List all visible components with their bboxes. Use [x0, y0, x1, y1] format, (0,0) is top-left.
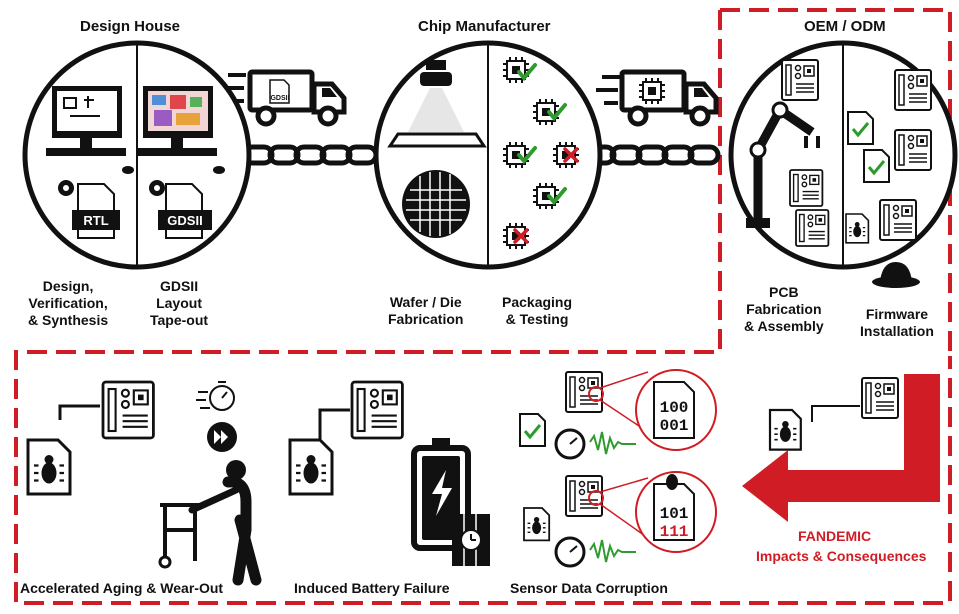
wafer-icon: [402, 170, 470, 238]
impacts-dashed-frame: [14, 10, 952, 605]
chip-manufacturer-right-caption: Packaging& Testing: [502, 294, 573, 327]
sensor-gauge-icon: [554, 428, 586, 568]
bug-icon: [523, 507, 551, 542]
svg-text:GDSII: GDSII: [270, 95, 289, 102]
zoom-lines: [599, 477, 649, 539]
design-house-left-caption: Design,Verification,& Synthesis: [28, 278, 109, 328]
checkmark-icon: [862, 148, 891, 184]
fandemic-subtitle: Impacts & Consequences: [756, 548, 927, 564]
dynamite-icon: [452, 514, 490, 566]
svg-text:GDSII: GDSII: [167, 213, 202, 228]
svg-text:001: 001: [660, 417, 689, 435]
oem-dashed-frame: [720, 8, 952, 356]
elderly-walker-icon: [158, 460, 262, 586]
waveform-icon: [589, 431, 636, 563]
robot-arm-icon: [746, 101, 820, 228]
svg-text:111: 111: [660, 523, 689, 541]
bug-icon: [768, 408, 802, 451]
bug-icon: [26, 438, 72, 496]
design-house-title: Design House: [80, 18, 181, 35]
document-icon: 100 001: [653, 381, 695, 439]
checkmark-icon: [518, 412, 547, 448]
microscope-lens-icon: [387, 60, 487, 148]
document-icon: RTL GDSII: [72, 183, 212, 239]
computer-monitor-icon: [137, 86, 225, 174]
svg-text:100: 100: [660, 399, 689, 417]
impact-sensor-label: Sensor Data Corruption: [510, 580, 668, 596]
bug-icon: [288, 438, 334, 496]
gear-icon: [58, 180, 165, 196]
impact-battery-label: Induced Battery Failure: [294, 580, 450, 596]
impact-aging-label: Accelerated Aging & Wear-Out: [20, 580, 224, 596]
oem-title: OEM / ODM: [804, 18, 886, 35]
svg-text:101: 101: [660, 505, 689, 523]
pcb-board-icon: [350, 380, 404, 440]
svg-text:RTL: RTL: [83, 213, 108, 228]
fast-forward-icon: [207, 422, 237, 452]
hacker-hat-icon: [872, 262, 920, 288]
document-icon: 101 111: [653, 474, 695, 541]
red-arrow-icon: [742, 374, 940, 522]
bug-icon: [845, 213, 870, 244]
lightning-icon: [432, 470, 452, 516]
checkmark-icon: [846, 110, 875, 146]
fandemic-title: FANDEMIC: [798, 528, 872, 544]
pcb-board-icon: [101, 380, 155, 440]
computer-monitor-icon: [46, 86, 134, 174]
chip-manufacturer-title: Chip Manufacturer: [418, 18, 551, 35]
pcb-board-icon: [861, 377, 899, 419]
truck-icon: GDSII: [250, 72, 344, 124]
truck-icon: [622, 72, 716, 124]
stopwatch-icon: [196, 381, 235, 411]
